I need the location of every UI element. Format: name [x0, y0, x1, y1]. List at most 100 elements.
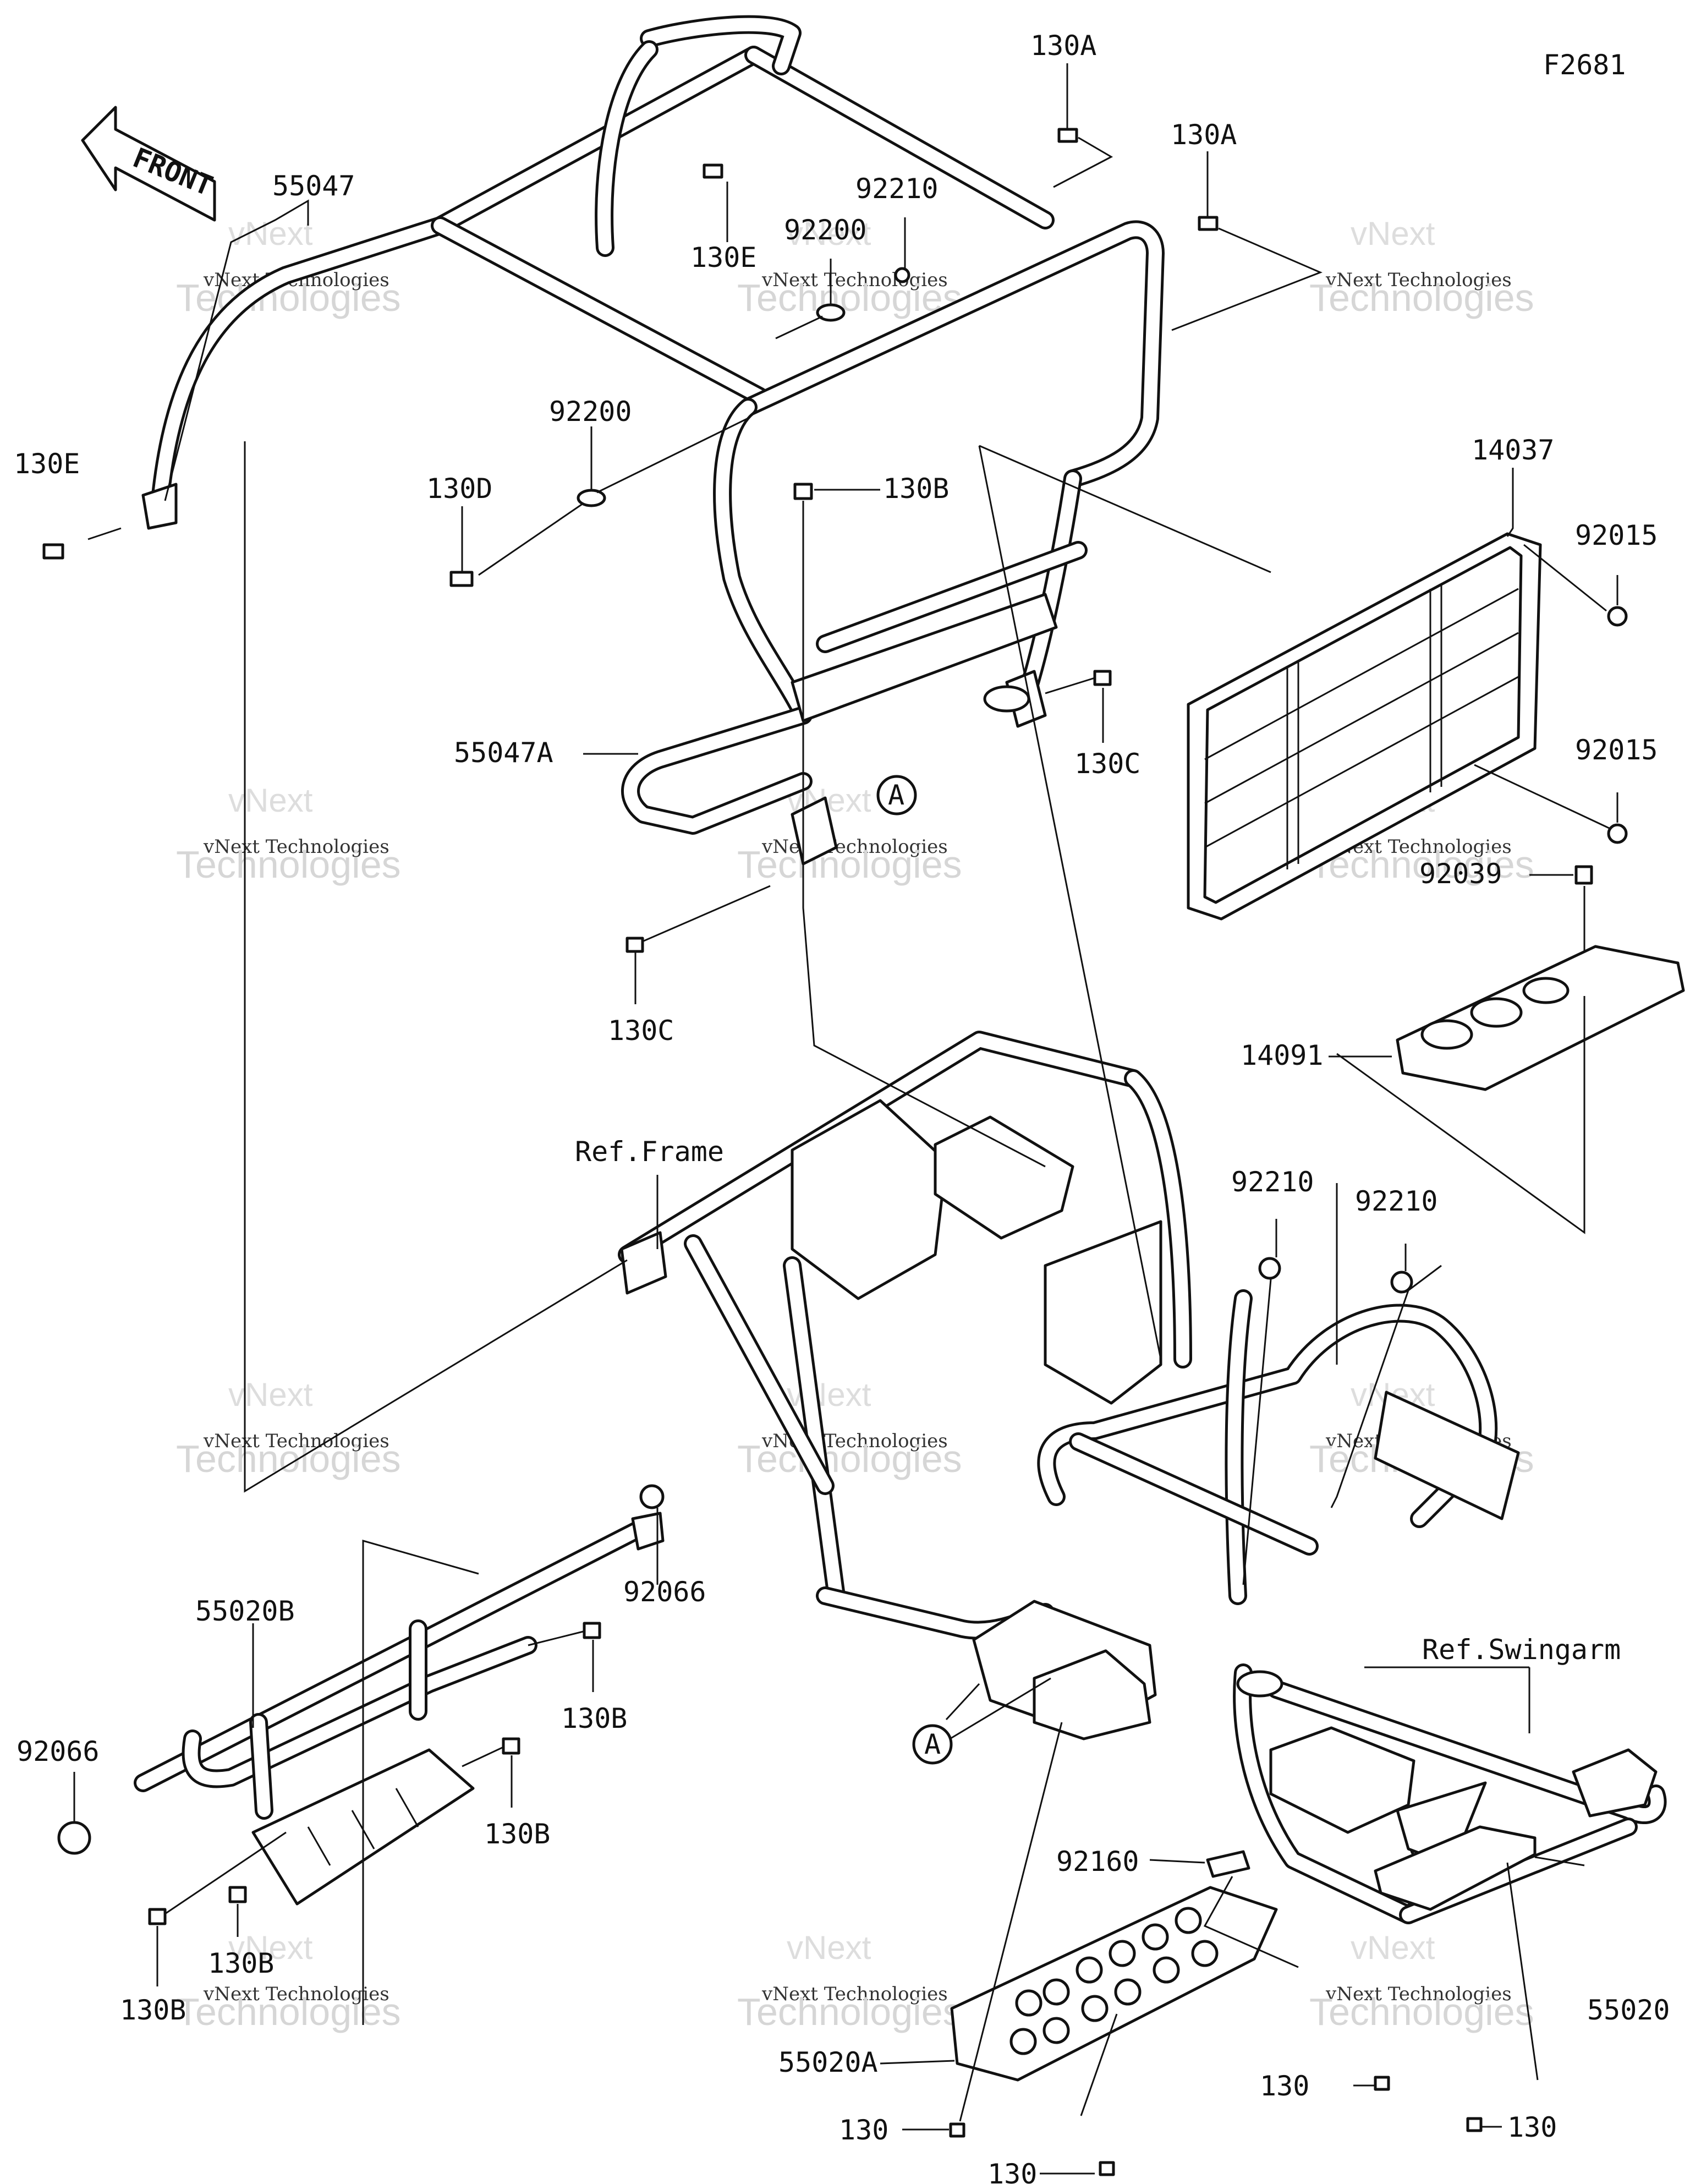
ref-circle-A-top: [876, 775, 917, 815]
cap-92066-left: [57, 1821, 91, 1855]
nut-92210-top: [894, 267, 910, 283]
svg-text:Technologies: Technologies: [176, 1990, 401, 2033]
svg-text:vNext: vNext: [228, 1376, 313, 1413]
ref-circle-A-bottom: [912, 1724, 953, 1765]
nut-92015-bot: [1607, 823, 1628, 844]
label-130A-mid: 130A: [1171, 119, 1237, 151]
svg-text:Technologies: Technologies: [1309, 276, 1534, 319]
front-arrow-icon: FRONT: [81, 106, 217, 222]
bolt-130A-top: [1057, 128, 1078, 143]
svg-text:vNext: vNext: [228, 1929, 313, 1966]
svg-text:vNext Technologies: vNext Technologies: [1325, 1983, 1512, 2005]
svg-text:vNext: vNext: [1351, 1929, 1435, 1966]
svg-text:Technologies: Technologies: [737, 1990, 962, 2033]
label-92210-right: 92210: [1355, 1185, 1438, 1217]
rear-rack-55047A: [621, 220, 1165, 866]
label-92015-top: 92015: [1575, 519, 1658, 551]
cover-plate-14091: [1396, 945, 1685, 1091]
ref-circle-A-bottom-label: A: [924, 1728, 941, 1760]
part-labels: 130A 130A 55047 130E 130E 92210 92200 92…: [14, 30, 1670, 2184]
ref-circle-A-top-label: A: [888, 779, 904, 811]
label-130B-d: 130B: [208, 1947, 274, 1979]
label-ref-swingarm: Ref.Swingarm: [1422, 1634, 1621, 1666]
bolt-130-a: [949, 2122, 965, 2138]
svg-text:vNext Technologies: vNext Technologies: [1325, 269, 1512, 291]
svg-text:Technologies: Technologies: [176, 1437, 401, 1480]
svg-text:Technologies: Technologies: [737, 1437, 962, 1480]
label-14091: 14091: [1241, 1039, 1324, 1071]
bolt-130B-b: [502, 1737, 520, 1755]
skid-plate-55020A: [950, 1886, 1278, 2082]
label-130-b: 130: [987, 2158, 1037, 2184]
label-92066-left: 92066: [17, 1736, 100, 1767]
bolt-130D: [449, 571, 474, 587]
label-130-c: 130: [1260, 2070, 1309, 2102]
label-92160: 92160: [1056, 1846, 1139, 1878]
label-130C-left: 130C: [608, 1015, 674, 1047]
nut-92210-right: [1390, 1271, 1413, 1294]
label-55047A: 55047A: [454, 737, 553, 769]
label-130-a: 130: [839, 2114, 888, 2146]
bolt-130-d: [1466, 2117, 1483, 2132]
main-frame: [618, 1031, 1520, 1740]
bolt-130B-a: [583, 1622, 601, 1639]
watermarks: vNext vNext Technologies Technologies vN…: [176, 215, 1534, 2033]
bolt-130E-top: [703, 163, 723, 179]
diagram-code: F2681: [1543, 49, 1626, 81]
cap-92066-center: [639, 1484, 665, 1509]
label-130E-top: 130E: [690, 242, 756, 273]
svg-text:vNext: vNext: [1351, 215, 1435, 252]
bolt-130C-left: [625, 937, 644, 953]
bolt-130-b: [1099, 2161, 1115, 2176]
label-130B-c: 130B: [120, 1994, 186, 2026]
bolt-130B-d: [228, 1886, 247, 1903]
svg-text:vNext Technologies: vNext Technologies: [761, 269, 948, 291]
nut-92210-mid: [1258, 1257, 1281, 1280]
svg-text:Technologies: Technologies: [737, 843, 962, 886]
svg-text:vNext Technologies: vNext Technologies: [761, 1983, 948, 2005]
label-130D: 130D: [426, 473, 492, 505]
label-130-d: 130: [1507, 2111, 1557, 2143]
label-92210-top: 92210: [855, 173, 939, 205]
leader-lines: [73, 63, 1618, 2175]
svg-text:vNext: vNext: [228, 782, 313, 819]
bolt-130-c: [1374, 2076, 1390, 2091]
label-130C-right: 130C: [1074, 748, 1140, 780]
clip-92039: [1574, 865, 1593, 885]
label-55020A: 55020A: [778, 2046, 878, 2078]
bolt-130B-c: [148, 1908, 167, 1925]
svg-text:Technologies: Technologies: [1309, 1990, 1534, 2033]
label-130A-top: 130A: [1030, 30, 1096, 62]
svg-text:vNext Technologies: vNext Technologies: [761, 836, 948, 858]
fasteners: [42, 128, 1628, 2176]
label-55020: 55020: [1587, 1994, 1670, 2026]
rear-grid-panel-14037: [1187, 532, 1542, 921]
label-55047: 55047: [272, 170, 355, 202]
label-92015-bot: 92015: [1575, 734, 1658, 766]
label-14037: 14037: [1472, 434, 1555, 466]
bolt-130E-left: [42, 543, 64, 560]
svg-text:Technologies: Technologies: [176, 843, 401, 886]
nut-92015-top: [1607, 606, 1628, 627]
bolt-130A-mid: [1198, 216, 1219, 231]
svg-text:vNext Technologies: vNext Technologies: [203, 836, 389, 858]
washer-92200-mid: [577, 489, 606, 507]
pad-92160: [1206, 1850, 1250, 1878]
label-ref-frame: Ref.Frame: [575, 1136, 724, 1168]
washer-92200-top: [816, 303, 846, 322]
label-92210-mid: 92210: [1231, 1166, 1314, 1198]
svg-text:vNext: vNext: [787, 215, 871, 252]
bolt-130B-top: [793, 483, 813, 500]
svg-text:vNext: vNext: [787, 1929, 871, 1966]
label-92200-mid: 92200: [549, 396, 632, 428]
label-92200-top: 92200: [784, 214, 867, 246]
label-130B-top: 130B: [883, 473, 949, 505]
label-92066-center: 92066: [623, 1576, 706, 1608]
label-130E-left: 130E: [14, 448, 80, 480]
svg-text:Technologies: Technologies: [737, 276, 962, 319]
svg-text:vNext Technologies: vNext Technologies: [203, 1430, 389, 1452]
label-130B-a: 130B: [561, 1703, 627, 1734]
label-55020B: 55020B: [195, 1595, 295, 1627]
bolt-130C-right: [1093, 670, 1112, 686]
